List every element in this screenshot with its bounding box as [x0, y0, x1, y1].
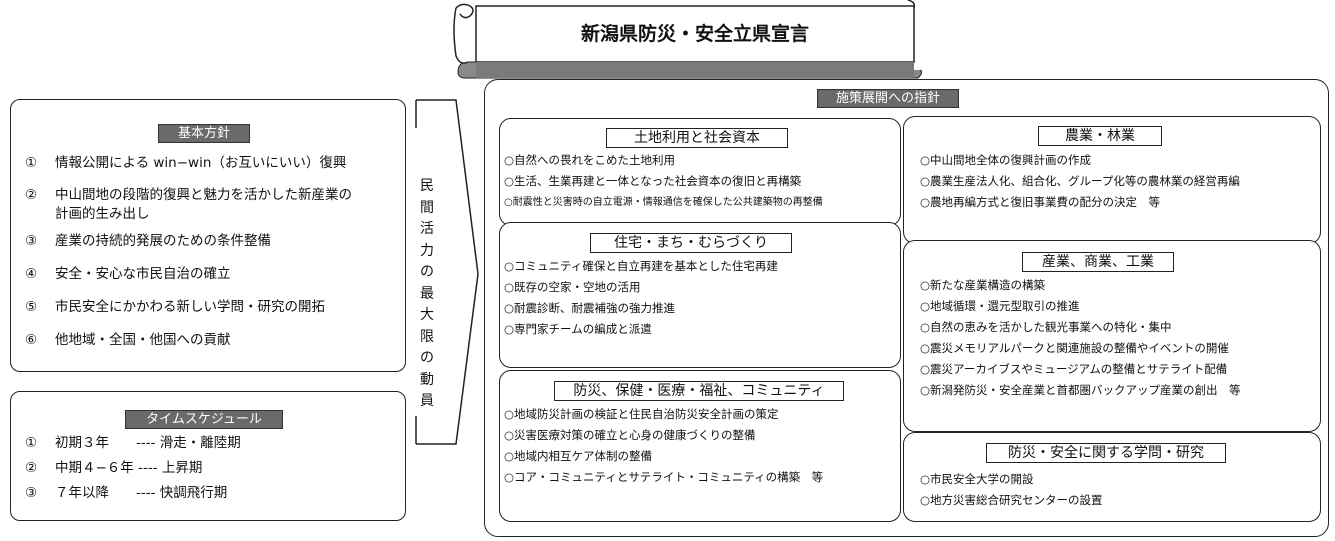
schedule-item: ③ ７年以降 ---- 快調飛行期 — [25, 484, 395, 509]
basic-policy-list: ① 情報公開による win−win（お互いにいい）復興 ② 中山間地の段階的復興… — [25, 154, 405, 361]
section-title: 住宅・まち・むらづくり — [590, 233, 792, 253]
section-item: ○自然への畏れをこめた土地利用 — [504, 153, 676, 167]
policy-item-num: ④ — [25, 266, 38, 282]
policy-item-text: 情報公開による win−win（お互いにいい）復興 — [55, 155, 347, 171]
section-item: ○農地再編方式と復旧事業費の配分の決定 等 — [920, 195, 1161, 209]
section-item: ○自然の恵みを活かした観光事業への特化・集中 — [920, 320, 1172, 334]
schedule-item-text: 中期４−６年 ---- 上昇期 — [55, 460, 203, 476]
section-item: ○コミュニティ確保と自立再建を基本とした住宅再建 — [504, 259, 778, 273]
schedule-item-num: ② — [25, 460, 38, 476]
section-disaster-welfare: 防災、保健・医療・福祉、コミュニティ ○地域防災計画の検証と住民自治防災安全計画… — [499, 370, 901, 522]
policy-item-text: 市民安全にかかわる新しい学問・研究の開拓 — [55, 299, 325, 315]
policy-item: ② 中山間地の段階的復興と魅力を活かした新産業の 計画的生み出し — [25, 186, 405, 232]
schedule-item-text: 初期３年 ---- 滑走・離陸期 — [55, 435, 241, 451]
policy-item-num: ② — [25, 187, 38, 203]
schedule-item: ① 初期３年 ---- 滑走・離陸期 — [25, 434, 395, 459]
arrow-shape — [415, 99, 479, 445]
section-title: 防災、保健・医療・福祉、コミュニティ — [554, 381, 844, 401]
arrow-label-char: 限 — [420, 328, 434, 345]
section-item: ○耐震性と災害時の自立電源・情報通信を確保した公共建築物の再整備 — [504, 197, 823, 208]
policy-item: ③ 産業の持続的発展のための条件整備 — [25, 232, 405, 265]
arrow-label-char: の — [420, 350, 434, 366]
policy-item-text: 安全・安心な市民自治の確立 — [55, 266, 231, 282]
section-housing: 住宅・まち・むらづくり ○コミュニティ確保と自立再建を基本とした住宅再建 ○既存… — [499, 222, 901, 368]
schedule-item: ② 中期４−６年 ---- 上昇期 — [25, 459, 395, 484]
banner-title: 新潟県防災・安全立県宣言 — [580, 23, 809, 45]
section-item: ○コア・コミュニティとサテライト・コミュニティの構築 等 — [504, 470, 824, 484]
section-item: ○地域防災計画の検証と住民自治防災安全計画の策定 — [504, 407, 779, 421]
section-item: ○専門家チームの編成と派遣 — [504, 322, 652, 336]
section-item: ○新たな産業構造の構築 — [920, 278, 1046, 292]
section-items: ○新たな産業構造の構築 ○地域循環・還元型取引の推進 ○自然の恵みを活かした観光… — [920, 275, 1241, 401]
section-item: ○地方災害総合研究センターの設置 — [920, 493, 1103, 507]
section-title: 農業・林業 — [1038, 126, 1162, 146]
section-item: ○市民安全大学の開設 — [920, 472, 1034, 486]
section-item: ○地域内相互ケア体制の整備 — [504, 449, 653, 463]
schedule-item-text: ７年以降 ---- 快調飛行期 — [55, 485, 228, 501]
arrow-label-char: 大 — [420, 307, 434, 323]
section-item: ○新潟発防災・安全産業と首都圏バックアップ産業の創出 等 — [920, 383, 1241, 397]
section-items: ○中山間地全体の復興計画の作成 ○農業生産法人化、組合化、グループ化等の農林業の… — [920, 150, 1240, 213]
arrow-label: 民間活力の最大限の動員 — [417, 176, 437, 413]
section-title: 防災・安全に関する学問・研究 — [986, 443, 1226, 463]
policy-item: ⑤ 市民安全にかかわる新しい学問・研究の開拓 — [25, 298, 405, 331]
guidelines-box: 施策展開への指針 土地利用と社会資本 ○自然への畏れをこめた土地利用 ○生活、生… — [484, 79, 1329, 537]
section-item: ○災害医療対策の確立と心身の健康づくりの整備 — [504, 428, 756, 442]
arrow-label-char: 力 — [420, 242, 434, 259]
scroll-banner-graphic — [453, 0, 923, 79]
arrow-label-char: 最 — [420, 285, 434, 302]
policy-item-text-line2: 計画的生み出し — [55, 206, 150, 222]
schedule-heading: タイムスケジュール — [125, 410, 283, 429]
section-title: 土地利用と社会資本 — [606, 128, 788, 148]
schedule-item-num: ① — [25, 435, 38, 451]
schedule-list: ① 初期３年 ---- 滑走・離陸期 ② 中期４−６年 ---- 上昇期 ③ ７… — [25, 434, 395, 509]
section-land-use: 土地利用と社会資本 ○自然への畏れをこめた土地利用 ○生活、生業再建と一体となっ… — [499, 118, 901, 226]
section-items: ○地域防災計画の検証と住民自治防災安全計画の策定 ○災害医療対策の確立と心身の健… — [504, 404, 823, 488]
schedule-box: タイムスケジュール ① 初期３年 ---- 滑走・離陸期 ② 中期４−６年 --… — [10, 391, 406, 521]
section-item: ○地域循環・還元型取引の推進 — [920, 299, 1080, 313]
basic-policy-heading: 基本方針 — [158, 124, 250, 143]
section-item: ○中山間地全体の復興計画の作成 — [920, 153, 1092, 167]
section-items: ○コミュニティ確保と自立再建を基本とした住宅再建 ○既存の空家・空地の活用 ○耐… — [504, 256, 778, 340]
section-title: 産業、商業、工業 — [1022, 252, 1174, 272]
policy-item: ⑥ 他地域・全国・他国への貢献 — [25, 331, 405, 361]
arrow-label-char: 動 — [420, 371, 434, 388]
policy-item-num: ⑤ — [25, 299, 38, 315]
policy-item-num: ③ — [25, 233, 38, 249]
section-research: 防災・安全に関する学問・研究 ○市民安全大学の開設 ○地方災害総合研究センターの… — [903, 432, 1321, 522]
section-item: ○震災メモリアルパークと関連施設の整備やイベントの開催 — [920, 341, 1229, 355]
basic-policy-box: 基本方針 ① 情報公開による win−win（お互いにいい）復興 ② 中山間地の… — [10, 99, 406, 372]
policy-item-text: 産業の持続的発展のための条件整備 — [55, 233, 271, 249]
policy-item: ① 情報公開による win−win（お互いにいい）復興 — [25, 154, 405, 186]
section-items: ○自然への畏れをこめた土地利用 ○生活、生業再建と一体となった社会資本の復旧と再… — [504, 150, 823, 213]
arrow-label-char: の — [420, 264, 434, 280]
section-items: ○市民安全大学の開設 ○地方災害総合研究センターの設置 — [920, 469, 1103, 511]
policy-item: ④ 安全・安心な市民自治の確立 — [25, 265, 405, 298]
arrow-label-char: 間 — [420, 199, 434, 216]
arrow-label-char: 員 — [420, 393, 434, 409]
policy-item-num: ① — [25, 155, 38, 171]
policy-item-text: 他地域・全国・他国への貢献 — [55, 332, 231, 348]
section-item: ○耐震診断、耐震補強の強力推進 — [504, 301, 676, 315]
mobilization-arrow: 民間活力の最大限の動員 — [412, 98, 482, 448]
arrow-label-char: 民 — [420, 178, 434, 194]
arrow-label-char: 活 — [420, 221, 434, 237]
policy-item-text: 中山間地の段階的復興と魅力を活かした新産業の — [55, 187, 352, 203]
guidelines-heading: 施策展開への指針 — [817, 89, 959, 108]
title-banner: 新潟県防災・安全立県宣言 — [446, 0, 926, 80]
section-item: ○既存の空家・空地の活用 — [504, 280, 641, 294]
section-item: ○生活、生業再建と一体となった社会資本の復旧と再構築 — [504, 174, 802, 188]
section-item: ○農業生産法人化、組合化、グループ化等の農林業の経営再編 — [920, 174, 1240, 188]
section-industry: 産業、商業、工業 ○新たな産業構造の構築 ○地域循環・還元型取引の推進 ○自然の… — [903, 240, 1321, 432]
section-item: ○震災アーカイブスやミュージアムの整備とサテライト配備 — [920, 362, 1228, 376]
schedule-item-num: ③ — [25, 485, 38, 501]
policy-item-num: ⑥ — [25, 332, 38, 348]
section-agriculture: 農業・林業 ○中山間地全体の復興計画の作成 ○農業生産法人化、組合化、グループ化… — [903, 116, 1321, 244]
